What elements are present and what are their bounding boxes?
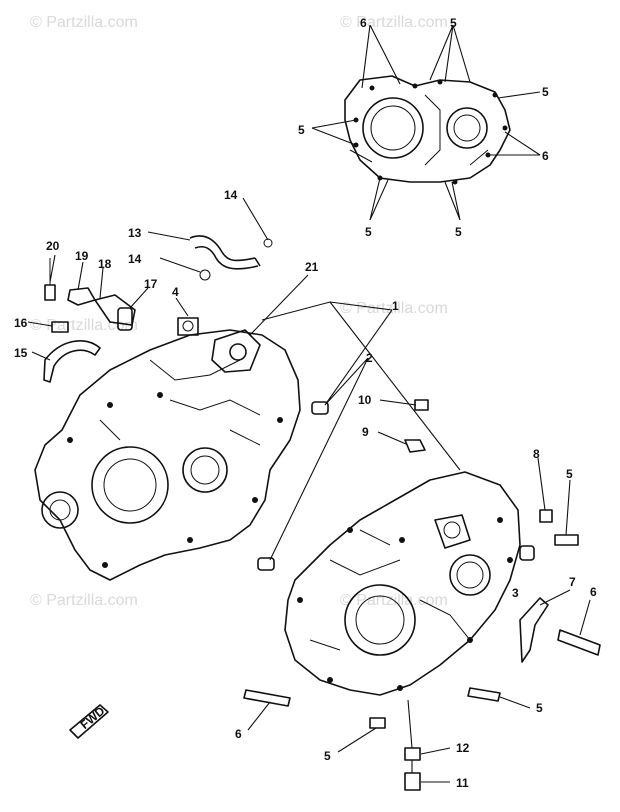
callout-18: 18 [98, 257, 112, 271]
dowel-pins [257, 301, 535, 571]
crankcase-top-view [344, 75, 511, 185]
callout-5: 5 [324, 749, 331, 763]
watermark: © Partzilla.com [30, 14, 138, 31]
callout-labels: 1 2 3 4 5 5 5 5 5 5 5 5 6 6 6 6 7 8 9 10… [14, 16, 597, 790]
callout-5: 5 [365, 225, 372, 239]
callout-5: 5 [566, 467, 573, 481]
fwd-arrow-icon: FWD [69, 703, 109, 739]
callout-5: 5 [298, 123, 305, 137]
watermarks: © Partzilla.com © Partzilla.com © Partzi… [30, 14, 448, 609]
callout-8: 8 [533, 447, 540, 461]
right-crankcase-half [284, 471, 521, 696]
watermark: © Partzilla.com [340, 14, 448, 31]
left-crankcase-half [31, 329, 301, 581]
callout-4: 4 [172, 285, 179, 299]
callout-15: 15 [14, 346, 28, 360]
callout-6: 6 [235, 727, 242, 741]
callout-6: 6 [360, 16, 367, 30]
right-side-small-parts [243, 399, 601, 791]
callout-13: 13 [128, 226, 142, 240]
small-parts-cluster [27, 254, 309, 336]
callout-6: 6 [542, 149, 549, 163]
callout-21: 21 [305, 260, 319, 274]
callout-5: 5 [455, 225, 462, 239]
callout-14: 14 [128, 252, 142, 266]
callout-16: 16 [14, 316, 28, 330]
callout-6: 6 [590, 585, 597, 599]
callout-5: 5 [542, 85, 549, 99]
callout-12: 12 [456, 741, 470, 755]
callout-11: 11 [456, 776, 469, 790]
callout-7: 7 [569, 575, 576, 589]
top-view-leader-lines [311, 24, 541, 221]
callout-3: 3 [512, 586, 519, 600]
callout-5: 5 [536, 701, 543, 715]
watermark: © Partzilla.com [30, 592, 138, 609]
callout-10: 10 [358, 393, 372, 407]
watermark: © Partzilla.com [340, 300, 448, 317]
callout-19: 19 [75, 249, 89, 263]
callout-20: 20 [46, 239, 60, 253]
callout-5: 5 [450, 16, 457, 30]
callout-17: 17 [144, 277, 158, 291]
callout-1: 1 [392, 299, 399, 313]
callout-9: 9 [362, 425, 369, 439]
callout-2: 2 [366, 351, 373, 365]
callout-14: 14 [224, 188, 238, 202]
breather-hose [147, 197, 273, 281]
